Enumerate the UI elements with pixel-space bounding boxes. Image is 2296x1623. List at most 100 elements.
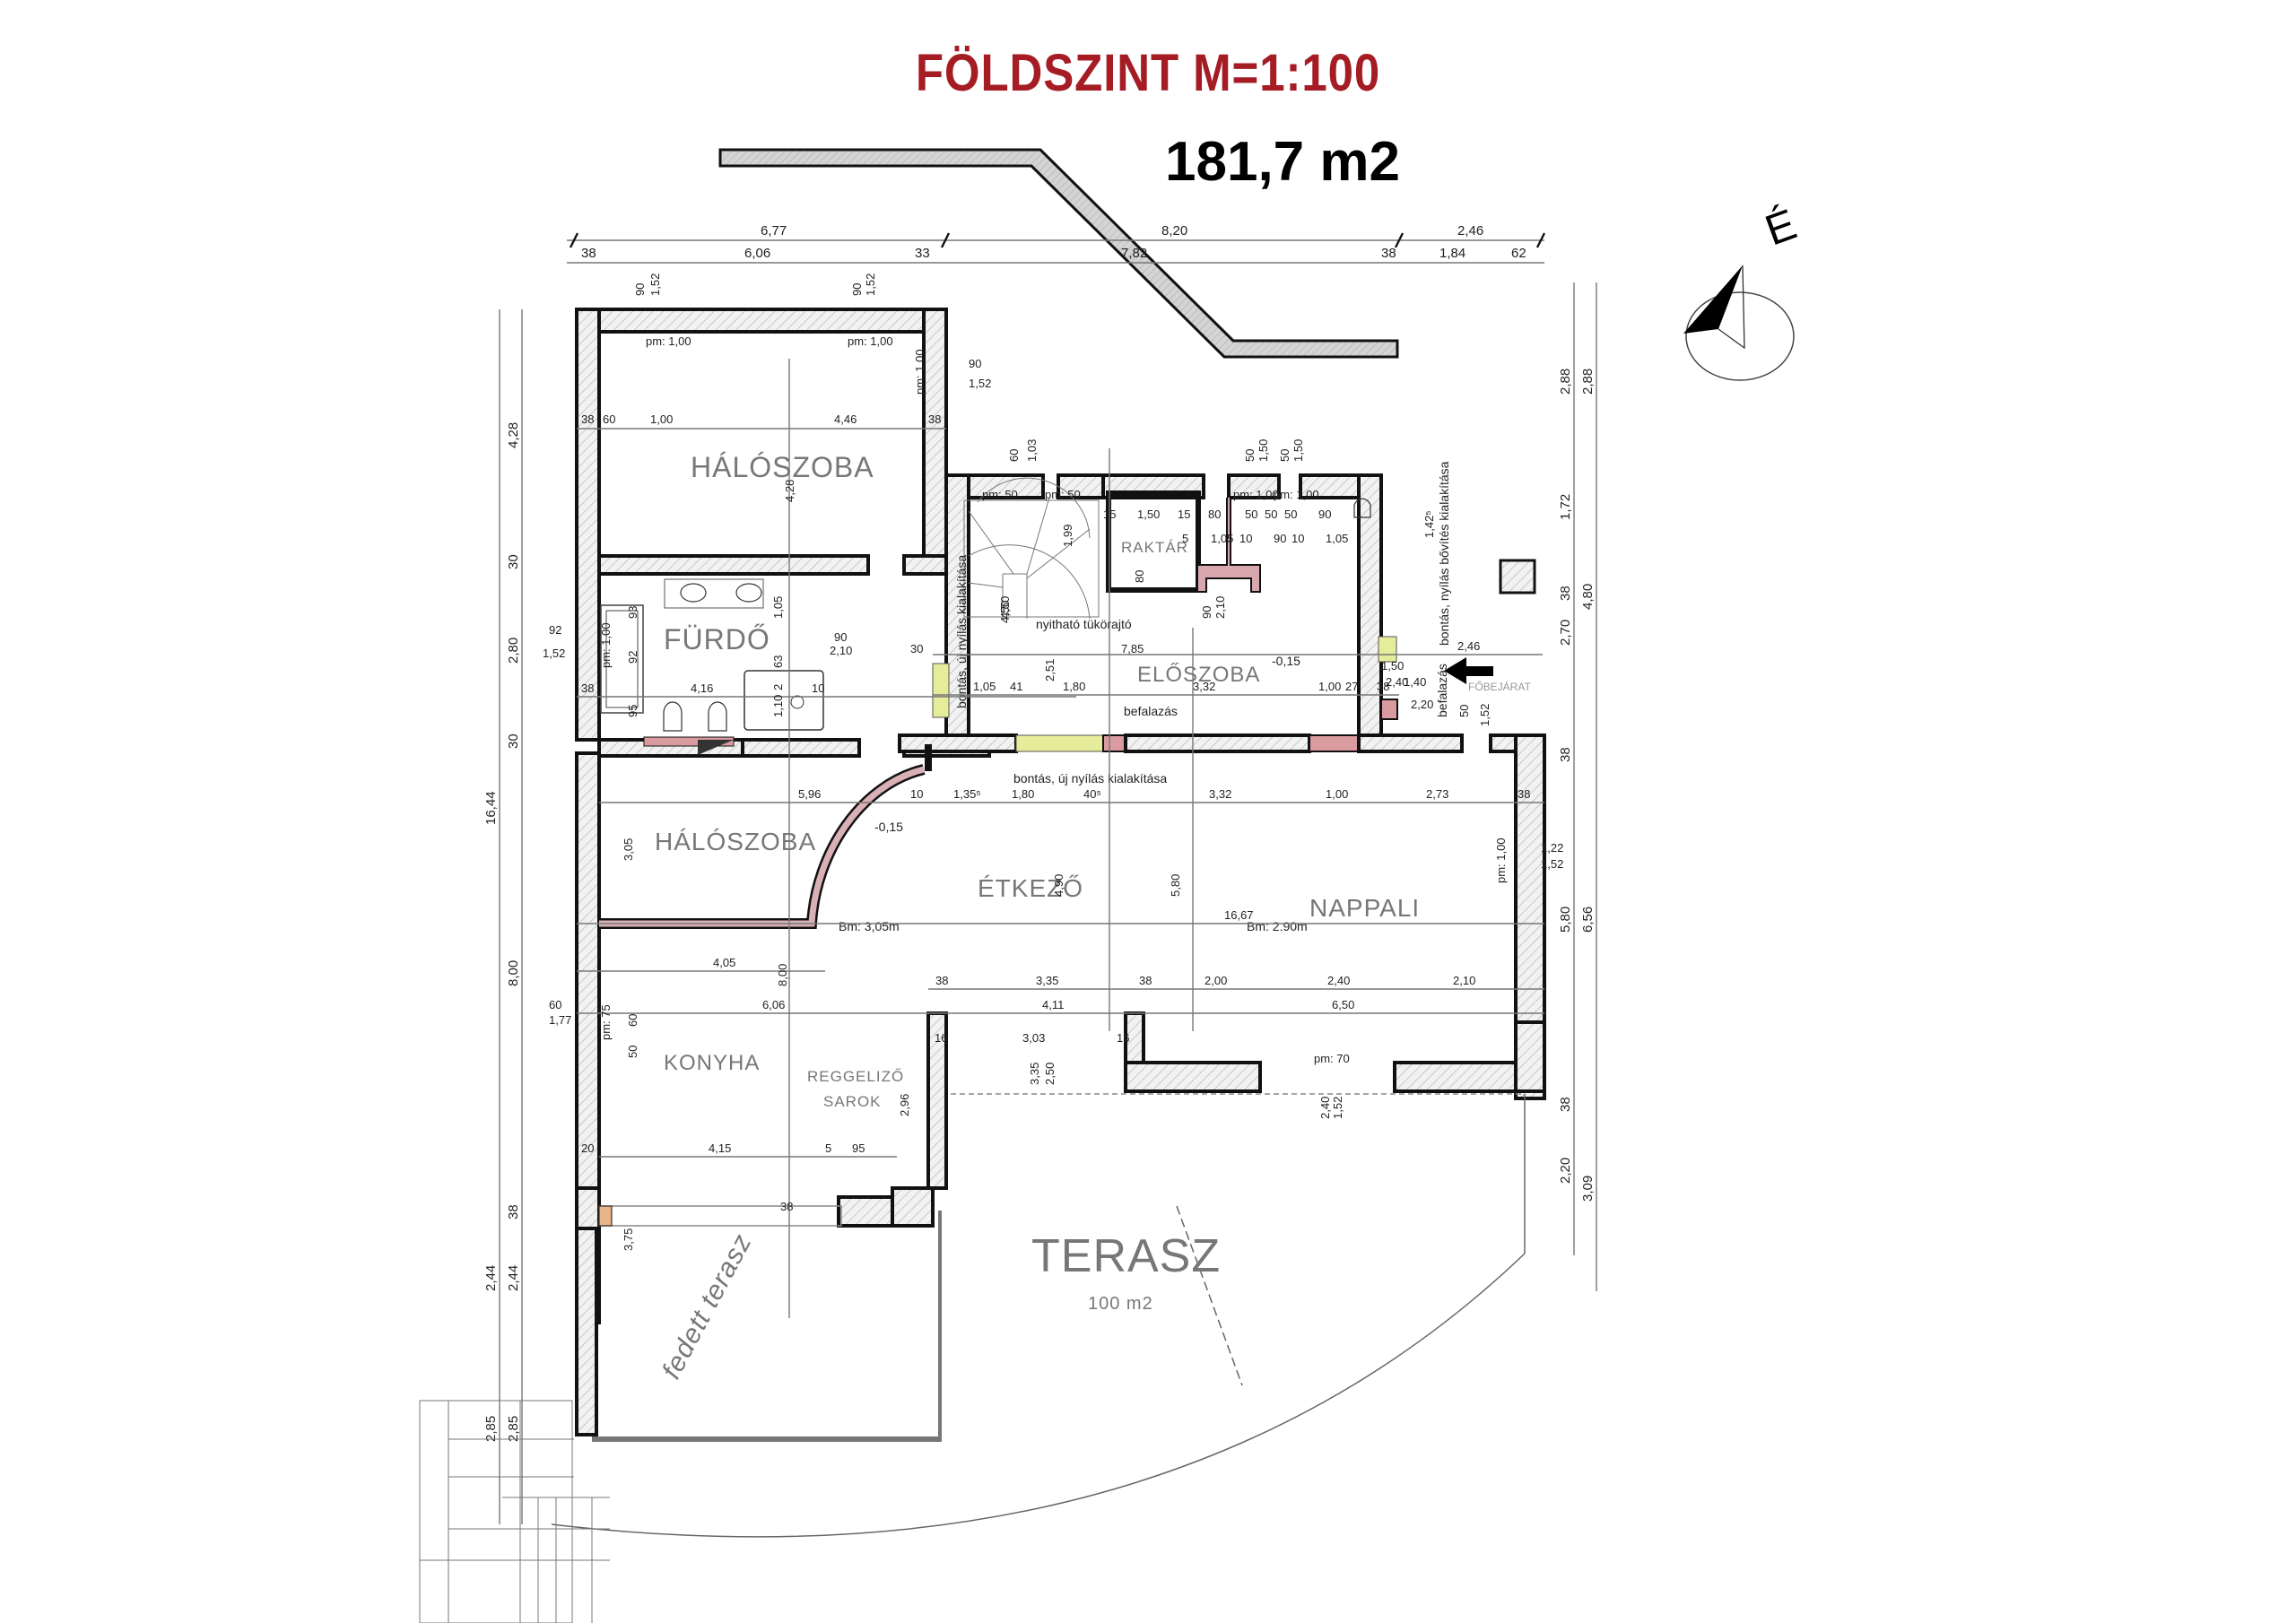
dim-hall: 3,32 [1193, 680, 1215, 693]
dim-bedroom1: 1,00 [650, 412, 673, 426]
dim-hall: 1,52 [1478, 704, 1492, 726]
dim-bedroom1: pm: 1,00 [646, 334, 691, 348]
room-labels: HÁLÓSZOBA FÜRDŐ RAKTÁR ELŐSZOBA HÁLÓSZOB… [655, 451, 1419, 1384]
dim-left-total: 16,44 [483, 791, 499, 825]
dim-hall: 2,20 [1411, 698, 1433, 711]
note-widen-opening: bontás, nyílás bővítés kialakítása [1437, 461, 1451, 646]
dim-right: 2,20 [1558, 1158, 1573, 1184]
dim-south: 3,35 [1028, 1063, 1041, 1085]
dim-bathroom: 1,10 [771, 695, 785, 717]
dim-storage: 15 [1103, 508, 1116, 521]
dim-bedroom1: 1,52 [648, 273, 662, 296]
dim-storage: 5 [1182, 532, 1188, 545]
dim-hall: 2,10 [1213, 596, 1227, 619]
dim-bathroom: 92 [626, 651, 639, 664]
dim-south: 2,40 [1318, 1097, 1332, 1119]
north-label: É [1760, 201, 1803, 256]
level-bedroom: -0,15 [874, 820, 903, 834]
dim-south: 16 [935, 1031, 947, 1045]
dim-stairs: pm: 50 [982, 488, 1018, 501]
room-hall: ELŐSZOBA [1137, 663, 1260, 687]
room-bathroom: FÜRDŐ [664, 623, 770, 655]
room-dining: ÉTKEZŐ [978, 874, 1083, 902]
note-wall-in-2: befalazás [1435, 664, 1449, 717]
dim-hall: 90 [1200, 606, 1213, 619]
dim-kitchen: 95 [852, 1141, 865, 1155]
room-covered-terrace: fedett terasz [657, 1229, 758, 1384]
dim-living: 1,22 [1541, 841, 1563, 855]
dim-wc: 50 [1278, 449, 1292, 462]
dim-bedroom1: 90 [633, 283, 647, 296]
dim-wc: pm: 1,00 [1274, 488, 1319, 501]
dim-living: 38 [1518, 787, 1530, 801]
dim-hall: 1,42⁵ [1422, 510, 1436, 538]
entrance-arrow-icon [1444, 657, 1493, 684]
room-terrace: TERASZ [1031, 1230, 1221, 1282]
dim-bedroom1: 1,52 [864, 273, 877, 296]
room-kitchen: KONYHA [664, 1051, 760, 1075]
dim-stairs: 4,50 [998, 601, 1012, 623]
dim-living: 40⁵ [1083, 787, 1101, 801]
dim-living: 16,67 [1224, 908, 1254, 922]
dim-stairs: 1,99 [1061, 525, 1074, 547]
dim-bedroom1: 4,28 [783, 480, 796, 502]
dim-left: 38 [506, 1204, 521, 1219]
dim-top-inner: 1,84 [1439, 246, 1465, 261]
dim-kitchen: 60 [549, 998, 561, 1011]
dim-right: 5,80 [1558, 907, 1573, 933]
dim-kitchen: 1,77 [549, 1013, 571, 1027]
walls [575, 308, 1546, 1436]
dim-bedroom1: 38 [581, 412, 594, 426]
dim-hall: 2,51 [1043, 659, 1057, 681]
dim-wc: 90 [1274, 532, 1286, 545]
dim-bathroom: 1,05 [771, 596, 785, 619]
dim-right: 3,09 [1580, 1176, 1596, 1202]
dim-bathroom: 90 [834, 630, 847, 644]
dim-hall: 7,85 [1121, 642, 1144, 655]
dim-kitchen: 60 [626, 1014, 639, 1027]
dim-bathroom: 4,16 [691, 681, 713, 695]
note-main-entrance: FŐBEJÁRAT [1468, 680, 1531, 693]
dim-top-inner: 62 [1511, 246, 1526, 261]
dimension-right: 2,88 2,88 1,72 38 4,80 2,70 38 5,80 6,56… [1558, 282, 1597, 1291]
dim-bedroom1: 38 [928, 412, 941, 426]
dim-kitchen: pm: 75 [599, 1004, 613, 1040]
dim-wc: 1,05 [1326, 532, 1348, 545]
dim-right: 38 [1558, 1097, 1573, 1112]
dim-hall: 27 [1345, 680, 1358, 693]
dim-south: 8,00 [776, 964, 789, 986]
dim-hall: 41 [1010, 680, 1022, 693]
dim-living: 2,73 [1426, 787, 1448, 801]
dim-wc: 1,50 [1257, 439, 1270, 462]
dim-wc: 1,50 [1292, 439, 1305, 462]
dim-storage: 1,50 [1137, 508, 1160, 521]
floor-area: 181,7 m2 [1165, 131, 1400, 193]
dim-bedroom1: 1,52 [969, 377, 991, 390]
dim-stairs: pm: 50 [1045, 488, 1081, 501]
dim-kitchen: 2,96 [898, 1094, 911, 1116]
dim-left: 2,44 [483, 1265, 499, 1291]
dim-stairs: 60 [1007, 449, 1021, 462]
terrace-area: 100 m2 [1088, 1294, 1153, 1314]
dim-south: 3,03 [1022, 1031, 1045, 1045]
dim-wc: 50 [1284, 508, 1297, 521]
retaining-wall [718, 148, 1399, 359]
dim-bedroom1: 90 [969, 357, 981, 370]
dimension-top: 6,77 8,20 2,46 38 6,06 33 7,82 38 1,84 6… [567, 223, 1546, 264]
room-breakfast-1: REGGELIZŐ [807, 1068, 904, 1085]
room-bedroom-2: HÁLÓSZOBA [655, 828, 816, 855]
dim-south: 2,50 [1043, 1063, 1057, 1085]
dim-south: 4,05 [713, 956, 735, 969]
dim-right: 38 [1558, 747, 1573, 762]
dim-wc: 1,05 [1211, 532, 1233, 545]
dim-living: 1,00 [1326, 787, 1348, 801]
dim-living: 1,35⁵ [953, 787, 981, 801]
dim-kitchen: 50 [626, 1046, 639, 1058]
dim-top-inner: 7,82 [1121, 246, 1147, 261]
dim-south: 6,06 [762, 998, 785, 1011]
dim-wc: 50 [1243, 449, 1257, 462]
note-wall-in: befalazás [1124, 704, 1178, 718]
dim-south: 38 [935, 974, 948, 987]
dim-storage: 15 [1178, 508, 1190, 521]
